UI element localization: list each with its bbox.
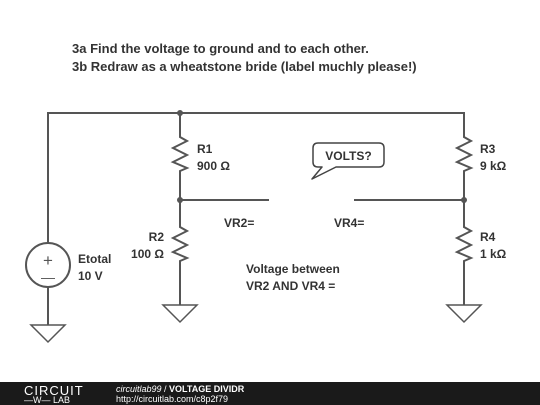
- vr2-label: VR2=: [224, 216, 254, 230]
- source-value-label: 10 V: [78, 269, 103, 283]
- source-name-label: Etotal: [78, 252, 111, 266]
- plus-symbol: +: [43, 251, 53, 270]
- footer-info: circuitlab99 / VOLTAGE DIVIDR http://cir…: [116, 384, 244, 404]
- junction-dot: [461, 197, 467, 203]
- ground-icon: [161, 304, 199, 324]
- logo-wordmark-bottom: —W— LAB: [24, 395, 71, 405]
- r4-value-label: 1 kΩ: [480, 247, 507, 261]
- volts-bubble-text: VOLTS?: [325, 149, 371, 163]
- footer-bar: CIRCUIT —W— LAB circuitlab99 / VOLTAGE D…: [0, 382, 540, 405]
- r1-name-label: R1: [197, 142, 213, 156]
- r1-value-label: 900 Ω: [197, 159, 230, 173]
- author-link[interactable]: circuitlab99: [116, 384, 162, 394]
- logo-wordmark-top: CIRCUIT: [24, 383, 84, 398]
- resistor-r2: [170, 222, 190, 264]
- r2-name-label: R2: [149, 230, 165, 244]
- ground-icon: [445, 304, 483, 324]
- resistor-r4: [454, 222, 474, 264]
- footer-separator: /: [161, 384, 170, 394]
- r2-value-label: 100 Ω: [131, 247, 164, 261]
- voltage-source-etotal: + —: [25, 242, 71, 288]
- junction-dot: [177, 110, 183, 116]
- circuit-title: VOLTAGE DIVIDR: [169, 384, 245, 394]
- voltage-between-line-2: VR2 AND VR4 =: [246, 279, 335, 293]
- ground-icon: [29, 324, 67, 344]
- voltage-between-line-1: Voltage between: [246, 262, 340, 276]
- r3-value-label: 9 kΩ: [480, 159, 507, 173]
- resistor-r1: [170, 132, 190, 174]
- circuit-url-link[interactable]: http://circuitlab.com/c8p2f79: [116, 394, 229, 404]
- r4-name-label: R4: [480, 230, 496, 244]
- prompt-line-1: 3a Find the voltage to ground and to eac…: [72, 41, 369, 56]
- top-rail-wire: [47, 112, 465, 243]
- circuitlab-logo[interactable]: CIRCUIT —W— LAB: [24, 383, 94, 405]
- r3-name-label: R3: [480, 142, 496, 156]
- resistor-r3: [454, 132, 474, 174]
- wires: [47, 112, 465, 326]
- prompt-line-2: 3b Redraw as a wheatstone bride (label m…: [72, 59, 417, 74]
- junction-dot: [177, 197, 183, 203]
- volts-speech-bubble: VOLTS?: [311, 142, 385, 180]
- minus-symbol: —: [41, 269, 55, 285]
- vr4-label: VR4=: [334, 216, 364, 230]
- circuit-diagram: 3a Find the voltage to ground and to eac…: [25, 41, 507, 344]
